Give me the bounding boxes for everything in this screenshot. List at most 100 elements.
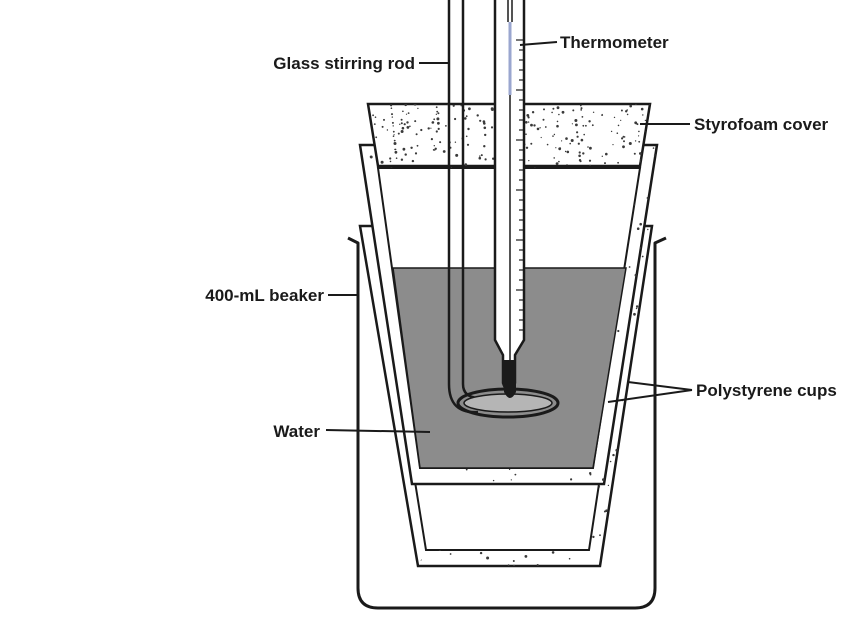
foam-speckle bbox=[368, 133, 369, 136]
foam-speckle bbox=[437, 112, 440, 115]
foam-speckle bbox=[530, 142, 533, 145]
foam-speckle bbox=[588, 159, 592, 162]
foam-speckle bbox=[465, 468, 468, 471]
foam-speckle bbox=[434, 147, 437, 150]
foam-speckle bbox=[391, 116, 393, 118]
foam-speckle bbox=[389, 455, 392, 459]
foam-speckle bbox=[589, 473, 592, 476]
foam-speckle bbox=[633, 312, 636, 316]
foam-speckle bbox=[558, 147, 562, 151]
foam-speckle bbox=[409, 125, 411, 128]
foam-speckle bbox=[479, 155, 481, 157]
foam-speckle bbox=[399, 123, 401, 126]
label-polystyrene-cups: Polystyrene cups bbox=[696, 381, 837, 400]
foam-speckle bbox=[435, 113, 438, 116]
foam-speckle bbox=[609, 460, 612, 463]
foam-speckle bbox=[578, 154, 581, 158]
foam-speckle bbox=[439, 141, 442, 144]
foam-speckle bbox=[467, 127, 470, 131]
foam-speckle bbox=[644, 549, 646, 551]
foam-speckle bbox=[626, 113, 629, 116]
foam-speckle bbox=[605, 152, 608, 156]
foam-speckle bbox=[369, 155, 373, 159]
foam-speckle bbox=[591, 124, 594, 127]
foam-speckle bbox=[639, 152, 642, 155]
foam-speckle bbox=[436, 117, 440, 121]
leader-cup-outer bbox=[627, 381, 693, 391]
foam-speckle bbox=[564, 150, 567, 153]
foam-speckle bbox=[639, 222, 642, 226]
foam-speckle bbox=[544, 126, 547, 128]
foam-speckle bbox=[360, 545, 362, 547]
foam-speckle bbox=[612, 144, 614, 146]
foam-speckle bbox=[613, 116, 616, 119]
foam-speckle bbox=[397, 490, 399, 493]
foam-speckle bbox=[442, 150, 446, 153]
foam-speckle bbox=[583, 133, 585, 136]
foam-speckle bbox=[373, 123, 376, 125]
foam-speckle bbox=[577, 142, 580, 145]
foam-speckle bbox=[558, 113, 560, 116]
foam-speckle bbox=[533, 124, 536, 127]
foam-speckle bbox=[392, 125, 394, 127]
foam-speckle bbox=[393, 134, 395, 136]
foam-speckle bbox=[536, 564, 539, 566]
foam-speckle bbox=[528, 160, 530, 162]
foam-speckle bbox=[640, 107, 644, 111]
foam-speckle bbox=[377, 537, 381, 540]
foam-speckle bbox=[380, 160, 384, 164]
foam-speckle bbox=[510, 479, 512, 481]
foam-speckle bbox=[642, 341, 644, 344]
foam-speckle bbox=[507, 564, 510, 566]
foam-speckle bbox=[647, 228, 649, 231]
foam-speckle bbox=[479, 551, 483, 555]
foam-speckle bbox=[416, 144, 419, 147]
foam-speckle bbox=[392, 135, 395, 137]
foam-speckle bbox=[372, 114, 374, 117]
foam-speckle bbox=[371, 375, 375, 379]
foam-speckle bbox=[531, 111, 535, 114]
foam-speckle bbox=[620, 119, 622, 121]
foam-speckle bbox=[454, 117, 457, 121]
foam-speckle bbox=[366, 425, 368, 428]
foam-speckle bbox=[465, 115, 468, 118]
foam-speckle bbox=[432, 149, 435, 151]
foam-speckle bbox=[555, 162, 559, 166]
foam-speckle bbox=[433, 145, 435, 147]
foam-speckle bbox=[623, 421, 627, 425]
foam-speckle bbox=[479, 119, 482, 122]
foam-speckle bbox=[360, 315, 363, 317]
foam-speckle bbox=[397, 132, 400, 135]
foam-speckle bbox=[613, 526, 617, 529]
foam-speckle bbox=[369, 539, 373, 542]
foam-speckle bbox=[524, 555, 528, 558]
foam-speckle bbox=[370, 388, 373, 390]
foam-speckle bbox=[381, 477, 384, 479]
foam-speckle bbox=[578, 151, 581, 154]
foam-speckle bbox=[652, 147, 655, 149]
foam-speckle bbox=[391, 466, 395, 470]
foam-speckle bbox=[484, 158, 487, 161]
leader-thermometer bbox=[519, 41, 558, 46]
foam-speckle bbox=[401, 126, 405, 130]
foam-speckle bbox=[525, 133, 527, 135]
foam-speckle bbox=[556, 124, 559, 128]
foam-speckle bbox=[575, 123, 578, 127]
foam-speckle bbox=[415, 133, 418, 136]
foam-speckle bbox=[646, 544, 648, 546]
foam-speckle bbox=[617, 124, 620, 127]
foam-speckle bbox=[530, 123, 533, 127]
foam-speckle bbox=[392, 502, 395, 505]
foam-speckle bbox=[617, 161, 619, 164]
foam-speckle bbox=[640, 309, 643, 313]
foam-speckle bbox=[371, 542, 374, 545]
foam-speckle bbox=[571, 123, 574, 125]
foam-speckle bbox=[636, 369, 638, 372]
foam-speckle bbox=[512, 560, 515, 562]
foam-speckle bbox=[625, 538, 628, 541]
foam-speckle bbox=[360, 286, 362, 289]
foam-speckle bbox=[366, 378, 369, 381]
foam-speckle bbox=[483, 145, 486, 148]
foam-speckle bbox=[374, 116, 377, 118]
